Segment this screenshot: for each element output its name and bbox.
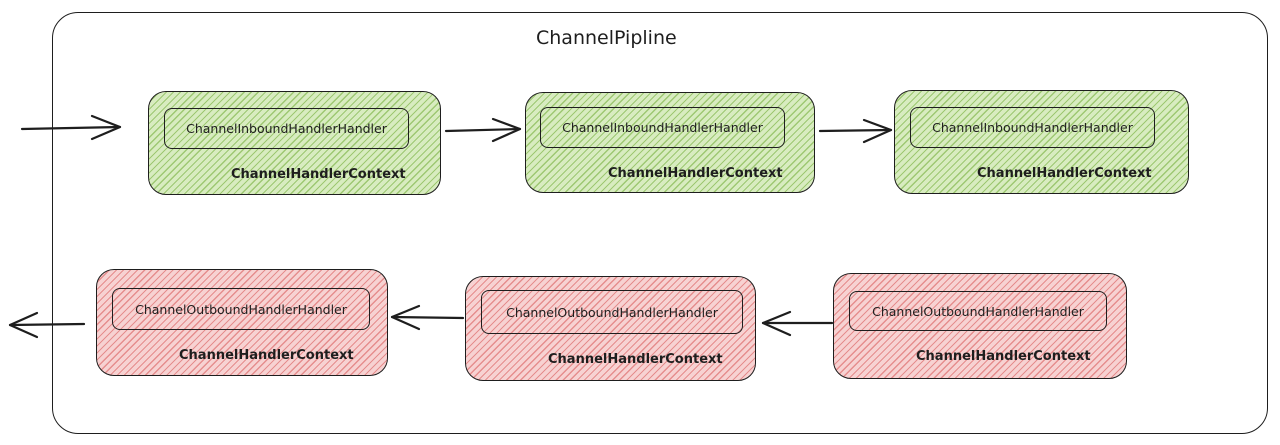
arrow-outbound-2-to-1 bbox=[390, 304, 465, 331]
arrow-exit-left bbox=[8, 311, 86, 339]
outbound-handler-1: ChannelOutboundHandlerHandler bbox=[112, 288, 370, 330]
outbound-handler-3: ChannelOutboundHandlerHandler bbox=[849, 291, 1107, 331]
inbound-context-label-3: ChannelHandlerContext bbox=[977, 166, 1152, 181]
inbound-context-1: ChannelInboundHandlerHandler ChannelHand… bbox=[148, 91, 441, 195]
channel-pipeline-frame bbox=[52, 12, 1268, 434]
arrow-outbound-3-to-2 bbox=[761, 310, 834, 337]
pipeline-title: ChannelPipline bbox=[536, 27, 677, 49]
inbound-handler-1: ChannelInboundHandlerHandler bbox=[164, 108, 409, 149]
inbound-context-label-2: ChannelHandlerContext bbox=[608, 166, 783, 181]
inbound-context-2: ChannelInboundHandlerHandler ChannelHand… bbox=[525, 92, 815, 193]
arrow-entry-right bbox=[20, 114, 122, 141]
arrow-inbound-1-to-2 bbox=[444, 117, 522, 143]
outbound-context-label-3: ChannelHandlerContext bbox=[916, 349, 1091, 364]
arrow-inbound-2-to-3 bbox=[818, 118, 893, 144]
inbound-handler-2: ChannelInboundHandlerHandler bbox=[540, 107, 785, 148]
outbound-context-label-1: ChannelHandlerContext bbox=[179, 348, 354, 363]
outbound-context-2: ChannelOutboundHandlerHandler ChannelHan… bbox=[465, 276, 756, 381]
outbound-context-label-2: ChannelHandlerContext bbox=[548, 352, 723, 367]
outbound-context-1: ChannelOutboundHandlerHandler ChannelHan… bbox=[96, 269, 388, 376]
inbound-context-3: ChannelInboundHandlerHandler ChannelHand… bbox=[894, 90, 1189, 194]
outbound-handler-2: ChannelOutboundHandlerHandler bbox=[481, 290, 743, 334]
inbound-context-label-1: ChannelHandlerContext bbox=[231, 167, 406, 182]
inbound-handler-3: ChannelInboundHandlerHandler bbox=[910, 107, 1155, 148]
outbound-context-3: ChannelOutboundHandlerHandler ChannelHan… bbox=[833, 273, 1127, 379]
